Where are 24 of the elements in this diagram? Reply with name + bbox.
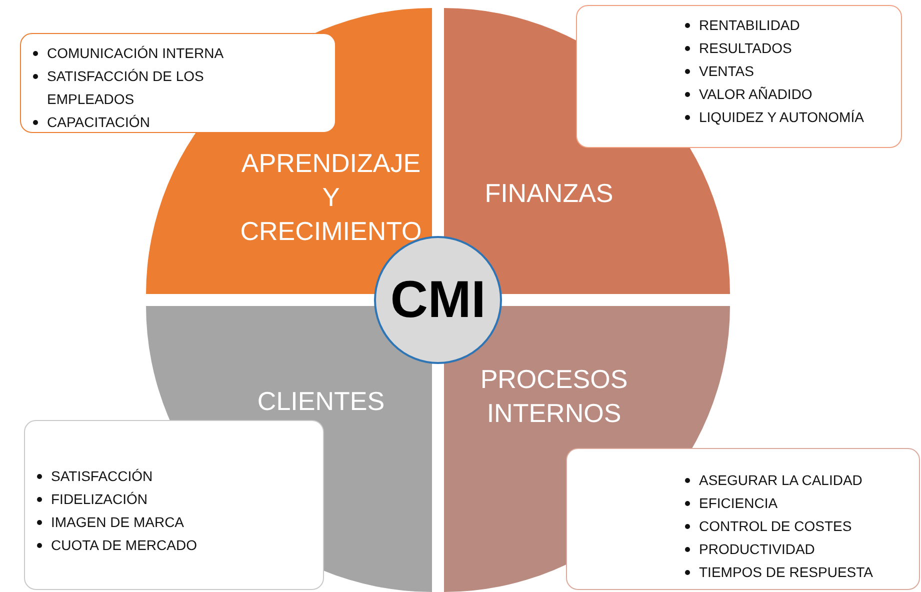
- bullet-item: ASEGURAR LA CALIDAD: [699, 471, 862, 490]
- bullet-item: CAPACITACIÓN: [47, 113, 150, 132]
- bullet-item: RESULTADOS: [699, 39, 792, 58]
- quadrant-label: FINANZAS: [484, 177, 614, 210]
- quadrant-label: PROCESOS INTERNOS: [479, 363, 629, 430]
- bullet-item: SATISFACCIÓN: [51, 467, 153, 486]
- bullet-item: VALOR AÑADIDO: [699, 85, 812, 104]
- bullet-item: COMUNICACIÓN INTERNA: [47, 44, 224, 63]
- text-card: [24, 420, 324, 590]
- bullet-item: SATISFACCIÓN DE LOS EMPLEADOS: [47, 67, 205, 109]
- bullet-item: CONTROL DE COSTES: [699, 517, 852, 536]
- bullet-item: EFICIENCIA: [699, 494, 778, 513]
- bullet-item: CUOTA DE MERCADO: [51, 536, 197, 555]
- text-card: [20, 33, 336, 133]
- bullet-item: LIQUIDEZ Y AUTONOMÍA: [699, 108, 864, 127]
- text-card: [566, 448, 920, 590]
- bullet-item: PRODUCTIVIDAD: [699, 540, 815, 559]
- bullet-item: FIDELIZACIÓN: [51, 490, 148, 509]
- bullet-item: IMAGEN DE MARCA: [51, 513, 184, 532]
- text-card: [576, 5, 902, 148]
- bullet-item: VENTAS: [699, 62, 754, 81]
- bullet-item: TIEMPOS DE RESPUESTA: [699, 563, 873, 582]
- quadrant-label: CLIENTES: [256, 385, 386, 418]
- bullet-item: RENTABILIDAD: [699, 16, 800, 35]
